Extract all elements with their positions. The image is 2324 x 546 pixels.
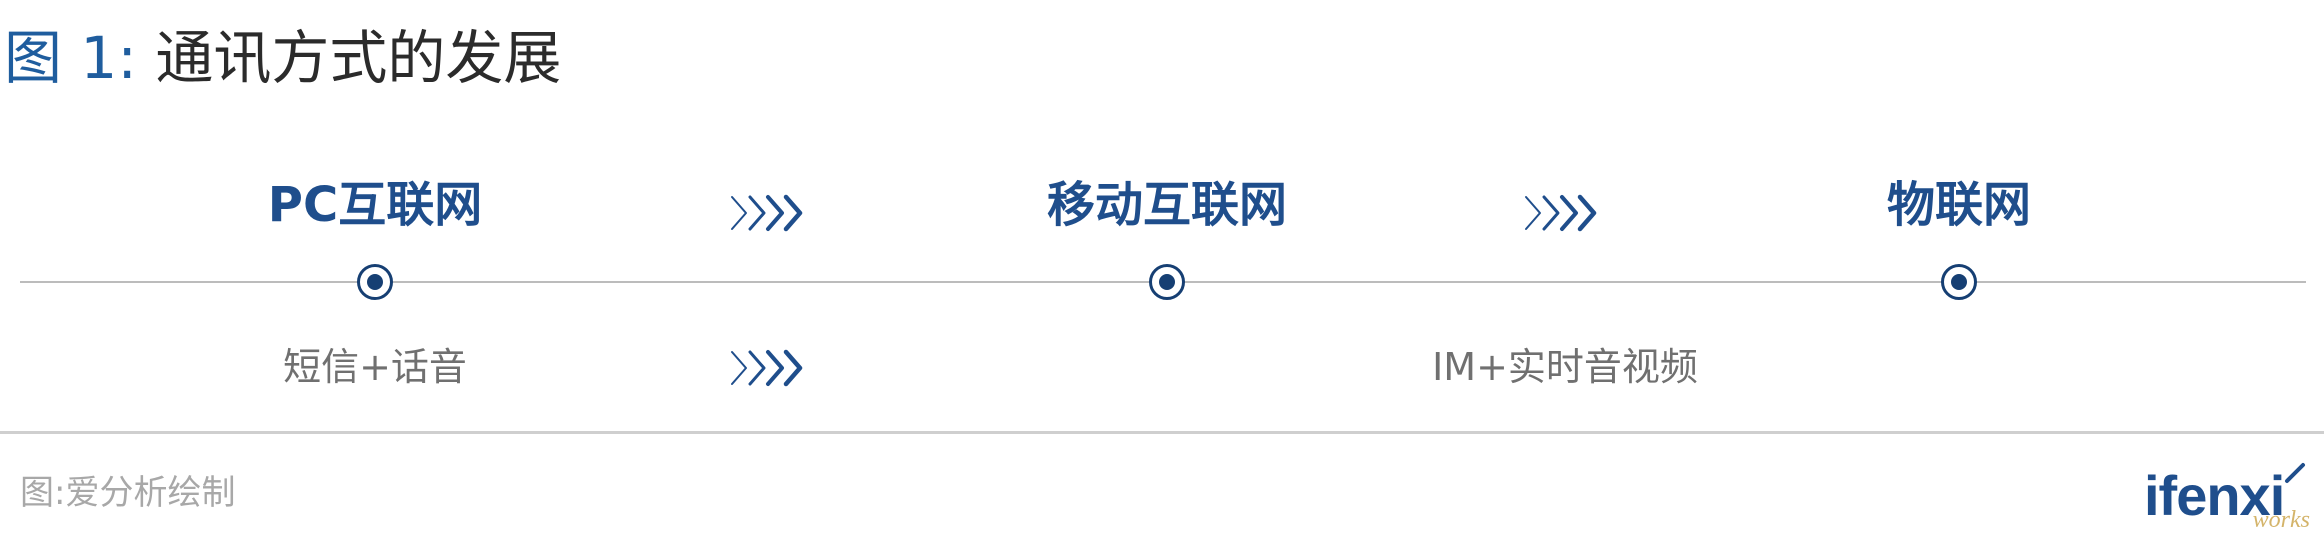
node-dot — [1159, 274, 1175, 290]
logo-slash-icon — [2285, 463, 2305, 483]
timeline-node-icon — [1941, 264, 1977, 300]
logo-brand-text: ifenxi — [2144, 464, 2285, 527]
source-note: 图:爱分析绘制 — [20, 473, 236, 513]
figure-title-text: 通讯方式的发展 — [155, 24, 562, 92]
stage-label-mobile-internet: 移动互联网 — [1046, 177, 1287, 233]
chevron-arrows-icon — [1525, 194, 1597, 232]
figure-label: 图 1: — [4, 24, 137, 92]
node-dot — [1951, 274, 1967, 290]
stage-label-pc-internet: PC互联网 — [267, 177, 483, 233]
node-dot — [367, 274, 383, 290]
chevron-arrows-icon — [731, 349, 803, 387]
stage-label-iot: 物联网 — [1886, 177, 2031, 233]
figure-title: 图 1: 通讯方式的发展 — [4, 18, 561, 98]
tech-label-im-av: IM+实时音视频 — [1432, 345, 1698, 389]
tech-label-sms-voice: 短信+话音 — [283, 345, 467, 389]
logo-sub-text: works — [2252, 507, 2310, 533]
chevron-arrows-icon — [731, 194, 803, 232]
footer-divider — [0, 431, 2324, 434]
ifenxi-logo: ifenxi works — [2144, 456, 2312, 536]
timeline-node-icon — [1149, 264, 1185, 300]
timeline-node-icon — [357, 264, 393, 300]
